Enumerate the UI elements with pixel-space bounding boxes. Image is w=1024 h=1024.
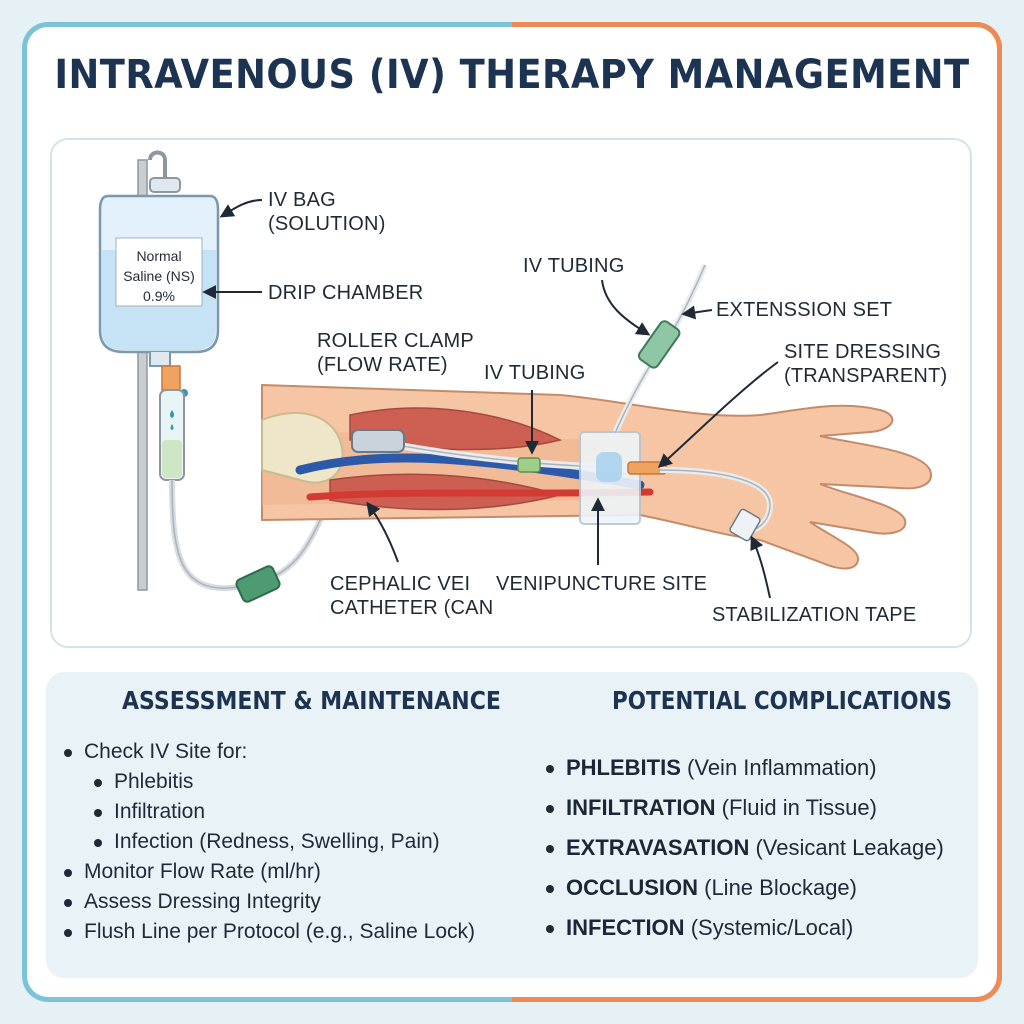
assessment-item: Monitor Flow Rate (ml/hr)	[62, 857, 475, 887]
label-venipuncture-site: VENIPUNCTURE SITE	[496, 573, 708, 595]
complications-list: PHLEBITIS (Vein Inflammation)INFILTRATIO…	[544, 748, 944, 948]
assessment-item: Assess Dressing Integrity	[62, 887, 475, 917]
page-title: INTRAVENOUS (IV) THERAPY MANAGEMENT	[54, 52, 970, 98]
info-section	[46, 672, 978, 978]
assessment-subitem: Phlebitis	[62, 767, 475, 797]
drip-chamber	[159, 365, 188, 481]
roller-clamp	[235, 565, 281, 603]
label-drip-chamber: DRIP CHAMBER	[268, 282, 424, 304]
complication-item: EXTRAVASATION (Vesicant Leakage)	[544, 828, 944, 868]
complication-term: INFECTION	[566, 915, 685, 940]
label-iv-bag-line-2: (SOLUTION)	[268, 213, 386, 235]
label-extension-set: EXTENSSION SET	[716, 299, 893, 321]
label-iv-bag-line-1: IV BAG	[268, 189, 336, 211]
complication-description: (Vesicant Leakage)	[755, 835, 944, 860]
complication-description: (Vein Inflammation)	[687, 755, 877, 780]
complication-item: INFILTRATION (Fluid in Tissue)	[544, 788, 944, 828]
label-roller-clamp-line-2: (FLOW RATE)	[317, 354, 448, 376]
complications-title: POTENTIAL COMPLICATIONS	[612, 686, 952, 715]
iv-pole	[137, 150, 167, 591]
label-site-dressing: SITE DRESSING (TRANSPARENT)	[784, 340, 947, 388]
label-site-dressing-line-1: SITE DRESSING	[784, 341, 942, 363]
label-site-dressing-line-2: (TRANSPARENT)	[784, 365, 948, 387]
label-cephalic-vein-line-2: CATHETER (CAN	[330, 597, 494, 619]
label-stabilization-tape: STABILIZATION TAPE	[712, 604, 917, 626]
bag-label-line-1: Normal	[136, 248, 182, 264]
label-cephalic-vein-line-1: CEPHALIC VEI	[330, 573, 471, 595]
complication-item: PHLEBITIS (Vein Inflammation)	[544, 748, 944, 788]
bag-label-line-2: Saline (NS)	[123, 268, 195, 284]
iv-bag	[98, 177, 220, 367]
complication-item: OCCLUSION (Line Blockage)	[544, 868, 944, 908]
label-iv-bag: IV BAG (SOLUTION)	[268, 188, 386, 236]
label-iv-tubing-mid: IV TUBING	[484, 362, 586, 384]
label-roller-clamp: ROLLER CLAMP (FLOW RATE)	[317, 329, 474, 377]
bag-label-line-3: 0.9%	[143, 288, 175, 304]
assessment-item: Check IV Site for:	[62, 737, 475, 767]
assessment-subitem: Infection (Redness, Swelling, Pain)	[62, 827, 475, 857]
assessment-item: Flush Line per Protocol (e.g., Saline Lo…	[62, 917, 475, 947]
label-iv-tubing-top: IV TUBING	[523, 255, 625, 277]
leader-lines	[202, 199, 779, 599]
complication-description: (Fluid in Tissue)	[721, 795, 877, 820]
complication-term: PHLEBITIS	[566, 755, 681, 780]
clamp	[351, 429, 405, 453]
complication-description: (Systemic/Local)	[690, 915, 854, 940]
label-roller-clamp-line-1: ROLLER CLAMP	[317, 330, 474, 352]
complication-term: EXTRAVASATION	[566, 835, 750, 860]
complication-item: INFECTION (Systemic/Local)	[544, 908, 944, 948]
bag-label: Normal Saline (NS) 0.9%	[116, 246, 202, 306]
complication-term: OCCLUSION	[566, 875, 698, 900]
complication-term: INFILTRATION	[566, 795, 716, 820]
assessment-subitem: Infiltration	[62, 797, 475, 827]
assessment-title: ASSESSMENT & MAINTENANCE	[122, 686, 501, 715]
complication-description: (Line Blockage)	[704, 875, 857, 900]
label-cephalic-vein: CEPHALIC VEI CATHETER (CAN	[330, 572, 493, 620]
